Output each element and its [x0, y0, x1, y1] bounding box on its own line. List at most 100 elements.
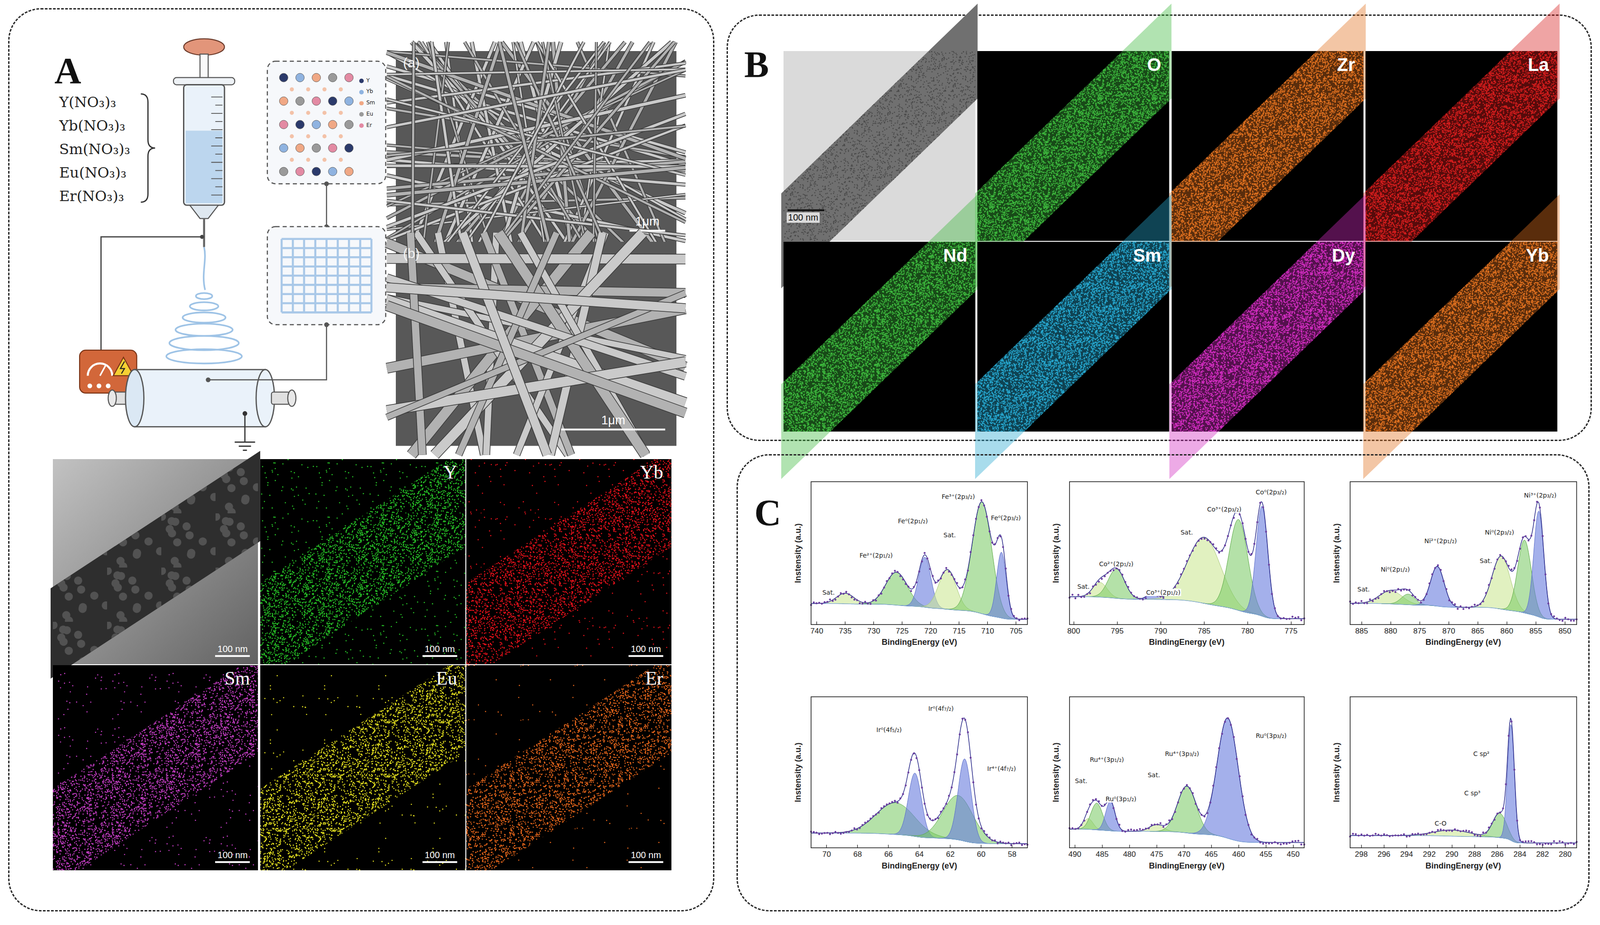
- data-point: [1365, 602, 1368, 605]
- data-point: [1351, 832, 1354, 835]
- lattice-atom: [322, 157, 327, 162]
- sem-image: (b)1μm: [395, 241, 677, 446]
- data-point: [1023, 843, 1026, 845]
- data-point: [826, 600, 829, 603]
- element-map: La: [1365, 51, 1558, 241]
- fit-envelope: [1350, 717, 1577, 844]
- noise-dots: [260, 665, 466, 871]
- lattice-atom: [279, 143, 288, 153]
- data-point: [1507, 735, 1510, 737]
- lattice-atom: [295, 96, 305, 106]
- scale-label: 100 nm: [786, 212, 820, 223]
- axis-title: BindingEnergy (eV): [1425, 861, 1502, 871]
- data-point: [1399, 589, 1402, 592]
- data-point: [1185, 783, 1188, 786]
- data-point: [942, 571, 945, 574]
- data-point: [907, 771, 910, 774]
- data-point: [1445, 830, 1448, 832]
- data-point: [1569, 842, 1572, 845]
- data-point: [937, 817, 939, 820]
- peak-label: Ni³⁺(2p₃/₂): [1523, 491, 1558, 499]
- data-point: [1173, 586, 1176, 588]
- signal-dots: [1365, 51, 1558, 241]
- element-label: Er: [645, 667, 664, 690]
- data-point: [939, 577, 942, 580]
- sem-image: [395, 51, 677, 242]
- data-point: [1165, 823, 1168, 826]
- axis-title: Instensity (a.u.): [793, 742, 803, 803]
- tick-label: 880: [1384, 626, 1398, 636]
- fiber: [386, 70, 686, 128]
- fit-envelope: [1069, 717, 1305, 843]
- peak-label: Co⁰(2p₃/₂): [1254, 488, 1288, 496]
- data-point: [1021, 617, 1023, 620]
- data-point: [1212, 784, 1215, 787]
- legend-swatch: [359, 78, 364, 84]
- data-point: [1182, 787, 1185, 790]
- fiber: [458, 232, 557, 456]
- data-point: [1351, 602, 1354, 605]
- data-point: [837, 831, 840, 834]
- data-point: [1094, 583, 1097, 586]
- data-point: [1262, 506, 1264, 508]
- wire-dot: [323, 181, 329, 186]
- background-line: [1069, 829, 1305, 843]
- tick-label: 860: [1500, 626, 1514, 636]
- tick-mark: [1419, 621, 1420, 625]
- data-point: [915, 581, 918, 584]
- tick-mark: [1519, 844, 1521, 849]
- tem-image: 100 nm: [52, 459, 259, 665]
- data-point: [1247, 824, 1249, 826]
- xps-plot: [1069, 696, 1305, 848]
- crystal-lattice: [279, 73, 354, 176]
- data-point: [1244, 537, 1247, 540]
- data-point: [1422, 833, 1425, 836]
- peak-label: Ir⁰(4f₅/₂): [875, 726, 903, 734]
- data-point: [1209, 540, 1211, 543]
- data-point: [864, 821, 867, 824]
- data-point: [1473, 834, 1476, 836]
- plot-frame: [811, 481, 1028, 625]
- data-point: [1215, 766, 1217, 769]
- xps-plot: [1350, 696, 1577, 848]
- data-point: [931, 574, 934, 577]
- data-point: [1132, 595, 1135, 597]
- fiber-shadow: [386, 69, 686, 75]
- tick-mark: [1448, 621, 1450, 625]
- element-map: Zr: [1171, 51, 1364, 241]
- noise-dots: [466, 459, 672, 665]
- data-point: [1530, 840, 1533, 843]
- background-line: [811, 833, 1028, 844]
- data-point: [1071, 593, 1074, 596]
- lattice-atom: [312, 120, 321, 129]
- tick-mark: [1451, 844, 1453, 849]
- axis-title: BindingEnergy (eV): [881, 861, 958, 871]
- data-point: [891, 801, 894, 803]
- data-point: [913, 752, 915, 755]
- data-point: [1252, 542, 1255, 545]
- element-map: Er100 nm: [466, 665, 672, 871]
- data-point: [972, 534, 975, 536]
- data-point: [886, 803, 888, 806]
- wire-dot: [242, 411, 248, 416]
- tick-label: 730: [867, 626, 881, 636]
- data-point: [1442, 580, 1445, 582]
- data-point: [1010, 607, 1013, 610]
- data-point: [1476, 604, 1479, 606]
- data-point: [1015, 842, 1018, 845]
- data-point: [894, 799, 897, 802]
- data-point: [1493, 818, 1496, 821]
- data-point: [1533, 519, 1535, 521]
- data-point: [1408, 835, 1411, 838]
- data-point: [966, 731, 969, 734]
- map-ground: [260, 459, 466, 665]
- element-label: Dy: [1332, 244, 1356, 266]
- tick-label: 284: [1513, 849, 1527, 859]
- lattice-atom: [312, 167, 321, 176]
- data-point: [1462, 607, 1464, 610]
- scale-label: 1μm: [635, 214, 660, 229]
- collector-knob: [107, 389, 117, 407]
- data-point: [1473, 603, 1476, 606]
- data-point: [905, 582, 907, 585]
- tick-label: 720: [924, 626, 938, 636]
